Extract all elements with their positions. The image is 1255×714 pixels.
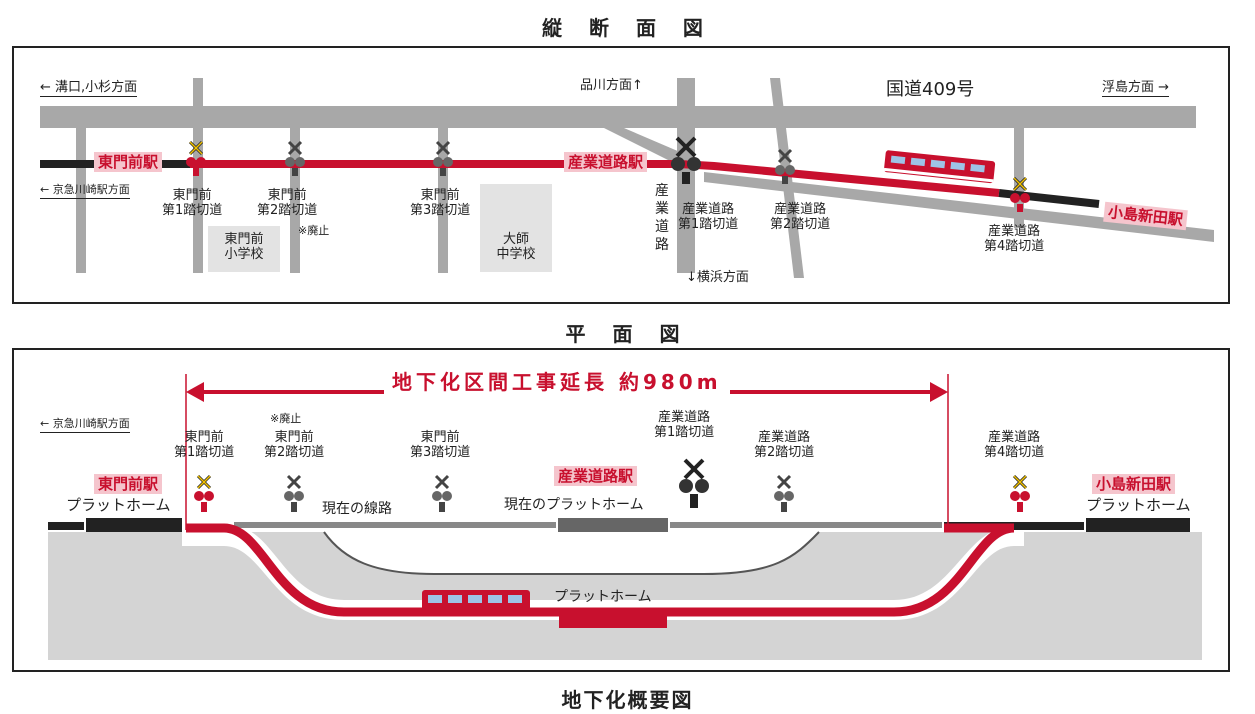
road-v3 [290,128,300,273]
crossing-s1-label: 産業道路 第1踏切道 [678,202,739,232]
station-kojimashinden-2: 小島新田駅 [1092,474,1176,494]
route-409-label: 国道409号 [886,79,975,100]
dir-ukishima: 浮島方面 → [1102,80,1170,97]
school-elementary: 東門前 小学校 [224,232,264,262]
crossing-signal-icon [433,140,453,176]
crossing-h1-label: 東門前 第1踏切道 [162,188,223,218]
crossing-h2-label-2: 東門前 第2踏切道 [264,430,325,460]
track-current [234,522,556,528]
crossing-h2-note: ※廃止 [298,224,330,237]
underground-platform-label: プラットホーム [554,589,652,605]
crossing-signal-icon [1010,176,1030,212]
plan-panel: ← 溝口,小杉方面 ← 京急川崎駅方面 品川方面↑ 国道409号 浮島方面 → … [12,46,1230,304]
platform-left [86,518,182,532]
road-branch [604,128,694,163]
dir-shinagawa: 品川方面↑ [580,78,643,93]
school-junior-high: 大師 中学校 [496,232,536,262]
crossing-signal-icon [432,474,452,512]
track-surface-left [48,522,84,530]
plan-map [40,78,1214,278]
train-underground [422,590,530,614]
dir-mizonokuchi: ← 溝口,小杉方面 [40,80,138,97]
crossing-h1-label-2: 東門前 第1踏切道 [174,430,235,460]
crossing-signal-icon [775,148,795,184]
route-409-road [40,106,1196,128]
sangyo-road-label: 産業道路 [655,183,669,253]
crossing-signal-icon [285,140,305,176]
station-higashimonzen-2: 東門前駅 [94,474,163,494]
crossing-s2-label-2: 産業道路 第2踏切道 [754,430,815,460]
station-sangyodoro: 産業道路駅 [564,152,648,172]
crossing-s4-label: 産業道路 第4踏切道 [984,224,1045,254]
profile-panel: 地下化区間工事延長 約980m ← 京急川崎駅方面 ※廃止 東門前 第1踏切道 … [12,348,1230,672]
current-platform-label: 現在のプラットホーム [504,497,644,513]
crossing-s2-label: 産業道路 第2踏切道 [770,202,831,232]
current-track-label: 現在の線路 [322,501,392,517]
road-v1 [76,128,86,273]
mid-title: 平 面 図 [565,322,690,346]
station-sangyodoro-2: 産業道路駅 [554,466,638,486]
crossing-signal-icon [679,458,709,508]
crossing-h2-label: 東門前 第2踏切道 [257,188,318,218]
crossing-h3-label-2: 東門前 第3踏切道 [410,430,471,460]
crossing-signal-icon [284,474,304,512]
bottom-title: 地下化概要図 [561,688,694,712]
crossing-signal-icon [774,474,794,512]
top-title: 縦 断 面 図 [542,16,713,40]
road-lower-diag [704,172,1214,242]
platform-underground [559,612,667,628]
crossing-h2-note-2: ※廃止 [270,412,302,425]
platform-right-label: プラットホーム [1086,496,1191,514]
crossing-s1-label-2: 産業道路 第1踏切道 [654,410,715,440]
crossing-signal-icon [186,140,206,176]
dir-yokohama: ↓横浜方面 [686,270,749,285]
platform-left-label: プラットホーム [66,496,171,514]
road-v6 [1014,128,1024,228]
road-v4 [438,128,448,273]
dir-keikyu-kawasaki-2: ← 京急川崎駅方面 [40,416,130,433]
crossing-signal-icon [671,136,701,184]
crossing-s4-label-2: 産業道路 第4踏切道 [984,430,1045,460]
crossing-signal-icon [194,474,214,512]
dir-keikyu-kawasaki: ← 京急川崎駅方面 [40,182,130,199]
platform-current [558,518,668,532]
span-length-label: 地下化区間工事延長 約980m [384,366,730,395]
platform-right [1086,518,1190,532]
profile-diagram [48,374,1202,660]
train-plan [883,150,996,184]
crossing-signal-icon [1010,474,1030,512]
crossing-h3-label: 東門前 第3踏切道 [410,188,471,218]
station-higashimonzen: 東門前駅 [94,152,163,172]
